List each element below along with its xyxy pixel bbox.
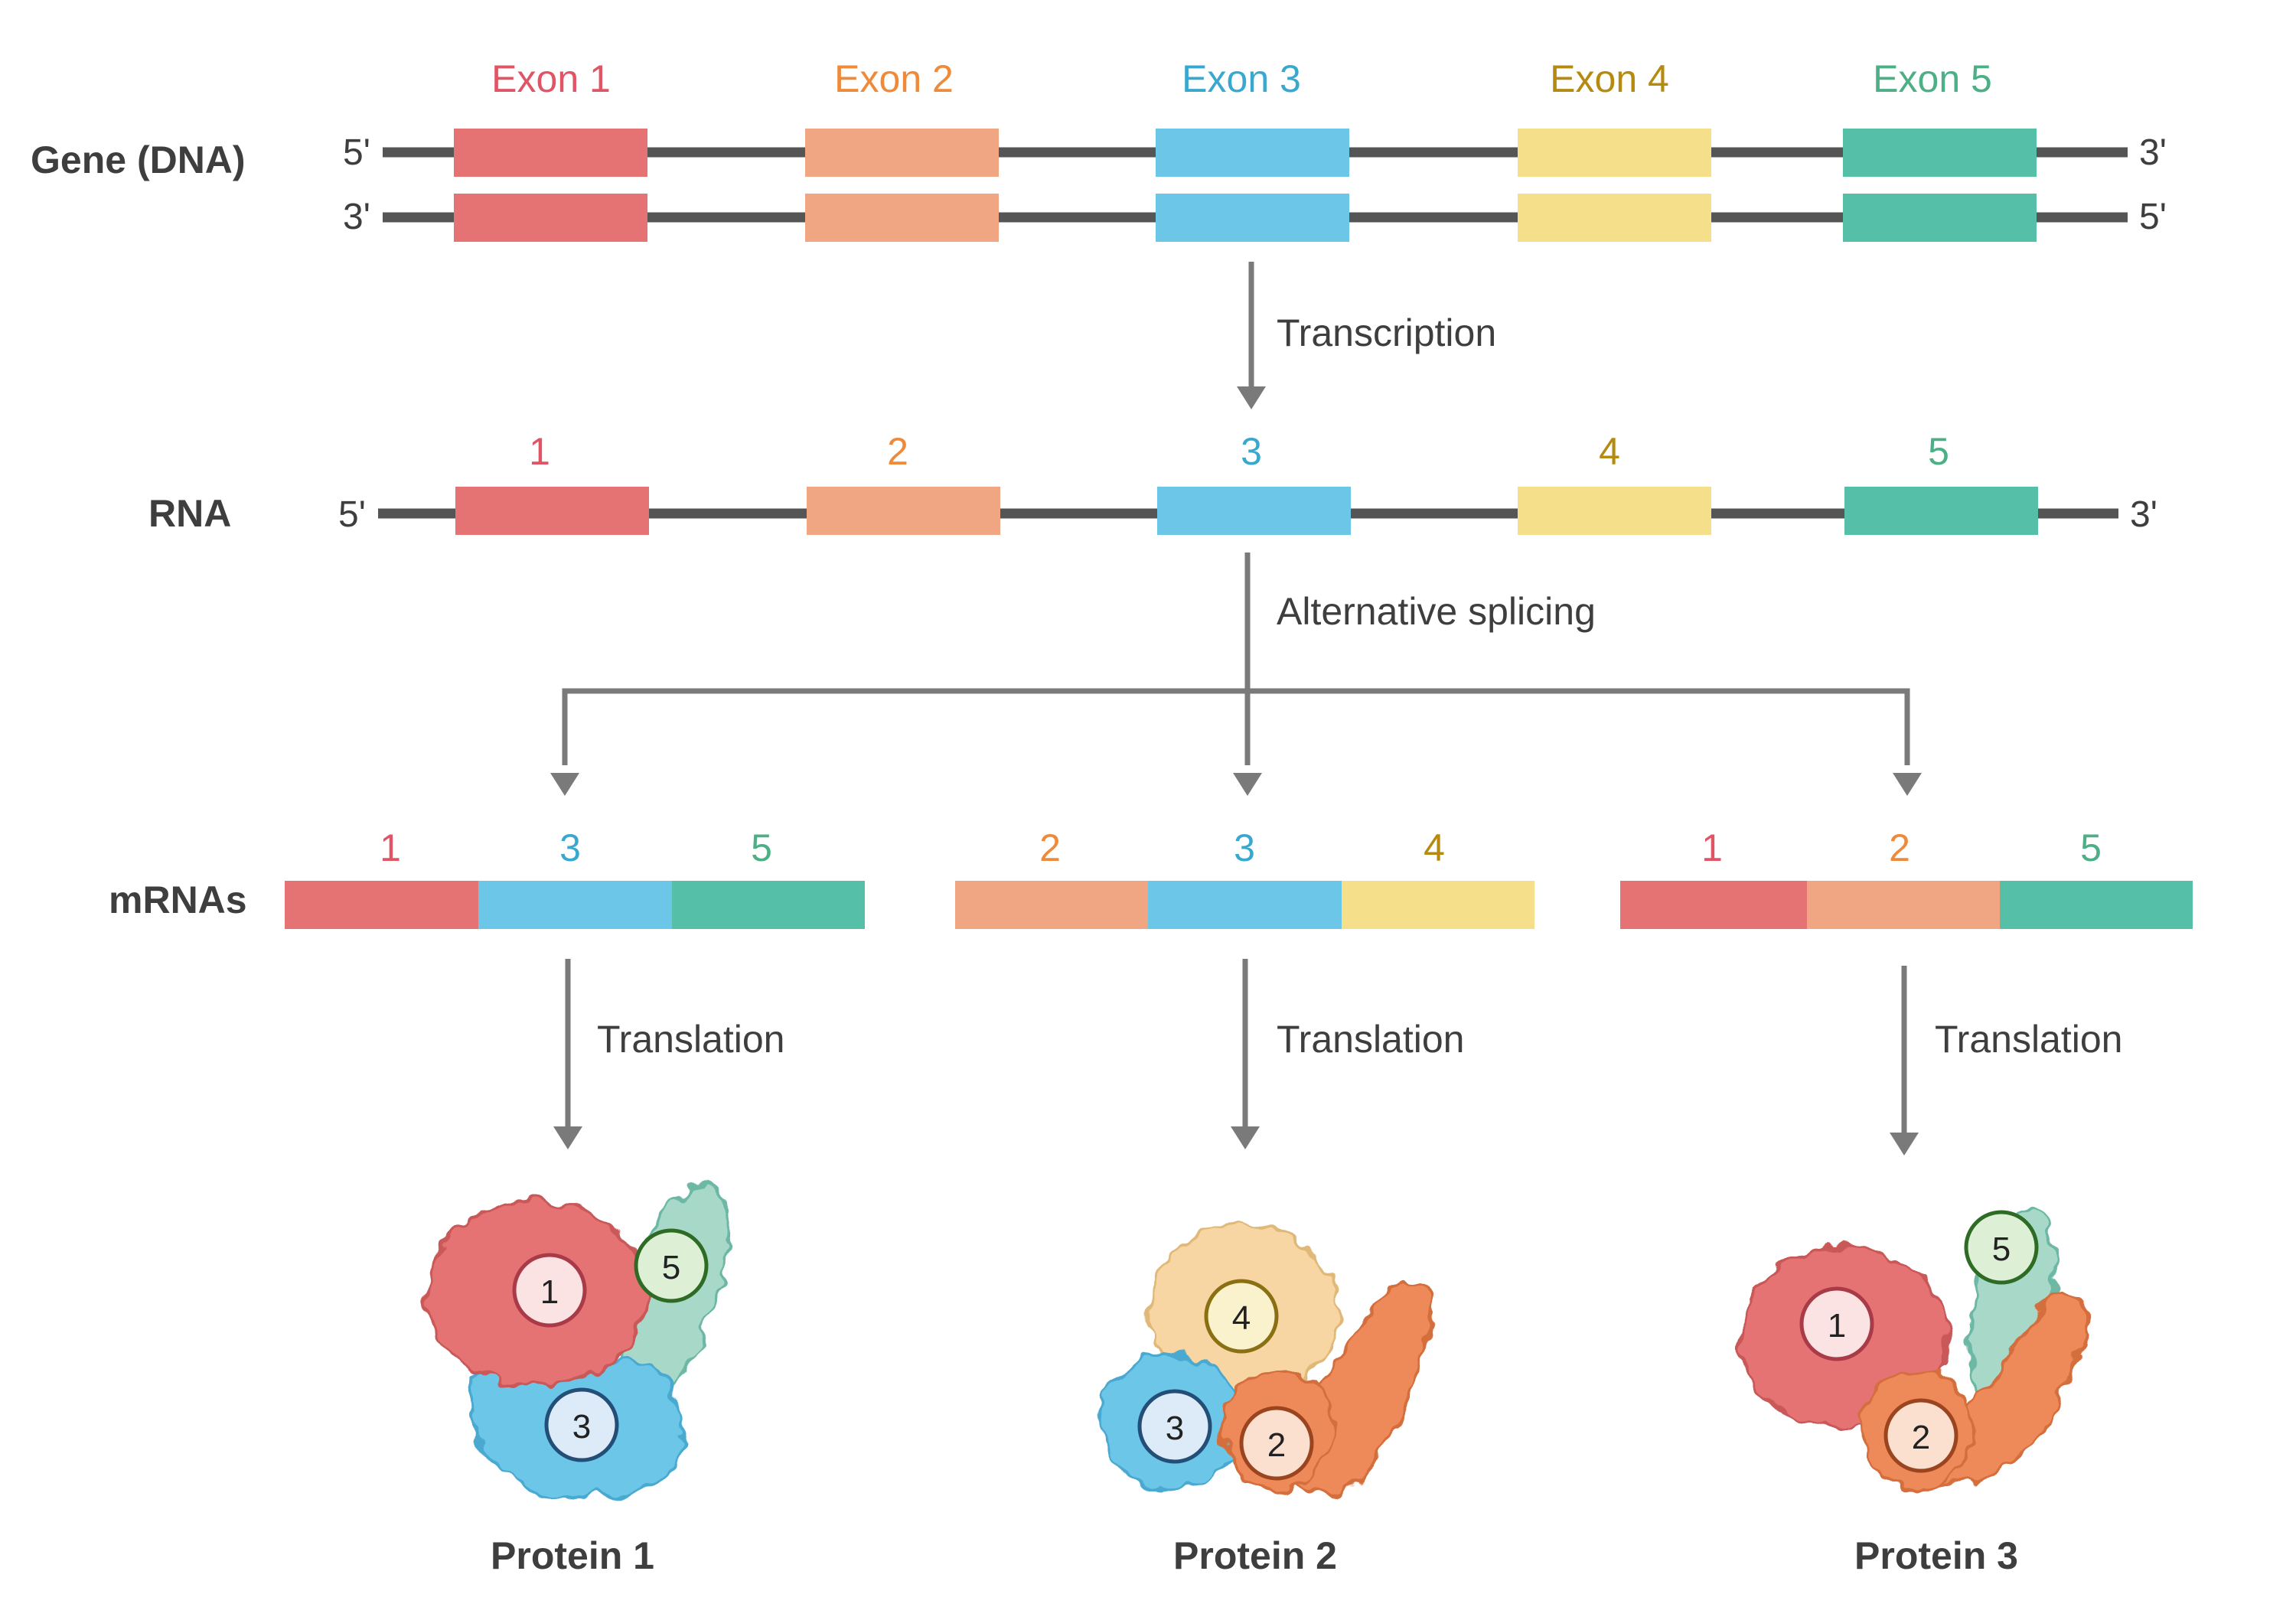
mrna-variant-2: 2 3 4 <box>955 826 1534 929</box>
translation-label-1: Translation <box>597 1018 784 1061</box>
dna-bottom-exon-2 <box>805 194 999 242</box>
mrna-2-exon-a <box>955 881 1148 929</box>
dna-bottom-exon-4 <box>1518 194 1711 242</box>
splicing-label: Alternative splicing <box>1277 590 1596 633</box>
mrna-2-exon-a-number: 2 <box>1039 826 1061 869</box>
mrna-1-exon-a <box>285 881 478 929</box>
dna-bottom-exon-5 <box>1843 194 2037 242</box>
protein-1-domain-3-badge <box>544 1387 619 1462</box>
protein-1-domain-5-badge <box>634 1228 709 1303</box>
translation-arrowhead-1 <box>553 1126 582 1149</box>
splicing-arrowhead-center <box>1233 773 1262 796</box>
mrna-2-exon-b <box>1148 881 1342 929</box>
dna-top-exon-5 <box>1843 129 2037 177</box>
protein-2-domain-2-badge <box>1239 1406 1314 1481</box>
mrna-1-exon-c-number: 5 <box>751 826 772 869</box>
protein-2-domain-4-number: 4 <box>1232 1299 1251 1337</box>
rna-exon-4-number: 4 <box>1599 430 1620 473</box>
mrna-3-exon-b <box>1807 881 2000 929</box>
dna-top-exon-4 <box>1518 129 1711 177</box>
rna-exon-5 <box>1844 487 2038 535</box>
bottom-strand-right-end: 5' <box>2139 197 2167 237</box>
rna-exon-2-number: 2 <box>887 430 908 473</box>
protein-2-domain-3-number: 3 <box>1166 1410 1184 1447</box>
rna-row-label: RNA <box>148 492 231 535</box>
transcription-label: Transcription <box>1277 311 1496 354</box>
mrna-section: mRNAs 1 3 5 2 3 4 1 2 5 <box>109 826 2193 929</box>
mrna-2-exon-c <box>1342 881 1534 929</box>
protein-3-domain-5-number: 5 <box>1992 1231 2011 1268</box>
protein-1-domain-3-number: 3 <box>572 1408 591 1446</box>
exon-2-label: Exon 2 <box>834 57 954 100</box>
protein-2-domain-2-number: 2 <box>1267 1426 1286 1464</box>
protein-2-domain-3-badge <box>1137 1389 1212 1464</box>
gene-row-label: Gene (DNA) <box>31 139 246 181</box>
protein-3-domain-1-number: 1 <box>1828 1307 1846 1345</box>
protein-2-domain-4-badge <box>1204 1279 1279 1354</box>
exon-4-label: Exon 4 <box>1550 57 1669 100</box>
rna-exon-2 <box>807 487 1000 535</box>
protein-3-domain-2-number: 2 <box>1912 1419 1930 1456</box>
mrna-3-exon-c-number: 5 <box>2080 826 2102 869</box>
protein-1: 1 3 5 Protein 1 <box>423 1182 729 1577</box>
mrna-1-exon-c <box>672 881 865 929</box>
translation-label-2: Translation <box>1277 1018 1464 1061</box>
transcription-step: Transcription <box>1237 262 1496 409</box>
rna-section: RNA 1 2 3 4 5 5' 3' <box>148 430 2157 535</box>
top-strand-left-end: 5' <box>343 132 370 173</box>
splicing-arrowhead-left <box>550 773 579 796</box>
rna-exon-1 <box>455 487 649 535</box>
protein-1-name: Protein 1 <box>491 1534 654 1577</box>
transcription-arrowhead <box>1237 386 1266 409</box>
mrna-1-exon-b <box>478 881 672 929</box>
rna-exon-3 <box>1157 487 1351 535</box>
protein-1-domain-5-number: 5 <box>662 1249 680 1286</box>
exon-1-label: Exon 1 <box>491 57 611 100</box>
protein-1-domain-1-badge <box>512 1253 587 1328</box>
rna-left-end: 5' <box>338 494 366 535</box>
rna-exon-4 <box>1518 487 1711 535</box>
rna-exon-5-number: 5 <box>1928 430 1949 473</box>
protein-3-domain-5-badge <box>1964 1210 2039 1285</box>
protein-1-domain-1-number: 1 <box>540 1273 559 1311</box>
translation-steps: Translation Translation Translation <box>553 959 2122 1156</box>
rna-exon-3-number: 3 <box>1241 430 1262 473</box>
mrna-variant-1: 1 3 5 <box>285 826 865 929</box>
protein-3-domain-1-badge <box>1799 1286 1874 1361</box>
rna-right-end: 3' <box>2130 494 2157 535</box>
mrna-variant-3: 1 2 5 <box>1620 826 2193 929</box>
mrna-2-exon-c-number: 4 <box>1424 826 1445 869</box>
mrna-1-exon-b-number: 3 <box>559 826 581 869</box>
dna-top-exon-1 <box>454 129 647 177</box>
translation-label-3: Translation <box>1935 1018 2122 1061</box>
mrna-2-exon-b-number: 3 <box>1234 826 1255 869</box>
translation-arrowhead-2 <box>1231 1126 1260 1149</box>
mrna-3-exon-a <box>1620 881 1807 929</box>
dna-top-exon-3 <box>1156 129 1349 177</box>
exon-5-label: Exon 5 <box>1873 57 1992 100</box>
splicing-branch-line <box>562 688 1910 765</box>
protein-3: 5 1 2 Protein 3 <box>1740 1208 2088 1577</box>
splicing-step: Alternative splicing <box>550 553 1922 796</box>
gene-section: Gene (DNA) Exon 1 Exon 2 Exon 3 Exon 4 E… <box>31 57 2167 242</box>
protein-3-name: Protein 3 <box>1854 1534 2018 1577</box>
mrna-3-exon-c <box>2000 881 2193 929</box>
top-strand-right-end: 3' <box>2139 132 2167 173</box>
dna-bottom-exon-3 <box>1156 194 1349 242</box>
rna-exon-1-number: 1 <box>529 430 550 473</box>
exon-3-label: Exon 3 <box>1182 57 1301 100</box>
translation-arrowhead-3 <box>1890 1133 1919 1156</box>
protein-3-domain-2-badge <box>1883 1398 1958 1473</box>
mrna-3-exon-a-number: 1 <box>1701 826 1723 869</box>
dna-bottom-exon-1 <box>454 194 647 242</box>
dna-top-exon-2 <box>805 129 999 177</box>
mrnas-row-label: mRNAs <box>109 878 247 921</box>
splicing-arrowhead-right <box>1893 773 1922 796</box>
bottom-strand-left-end: 3' <box>343 197 370 237</box>
mrna-1-exon-a-number: 1 <box>380 826 401 869</box>
mrna-3-exon-b-number: 2 <box>1889 826 1910 869</box>
protein-2: 4 3 2 Protein 2 <box>1099 1223 1434 1577</box>
protein-2-name: Protein 2 <box>1173 1534 1337 1577</box>
